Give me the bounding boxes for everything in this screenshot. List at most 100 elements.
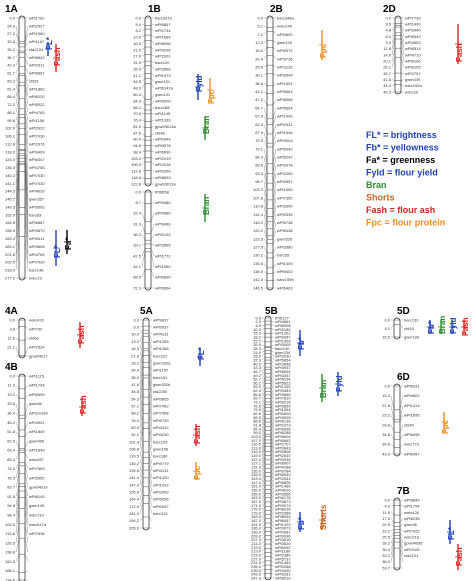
marker-position: 62.4 xyxy=(253,388,262,393)
marker-name: wPt9779 xyxy=(153,461,169,466)
marker-position: 30.4 xyxy=(382,547,391,552)
position-connector xyxy=(15,337,20,341)
marker-name: wPt4131 xyxy=(153,332,169,337)
marker-name: wPt1560 xyxy=(29,31,45,36)
marker-position: 39.1 xyxy=(133,243,142,248)
marker-connector xyxy=(399,535,404,544)
marker-name: wPt4661 xyxy=(275,319,291,324)
position-connector xyxy=(139,441,144,457)
marker-name: wPt8136 xyxy=(275,419,291,424)
position-connector xyxy=(261,418,266,429)
qtl-label-fash: Fash xyxy=(53,47,62,66)
position-connector xyxy=(141,132,146,137)
position-connector xyxy=(139,325,144,328)
position-connector xyxy=(263,214,268,229)
marker-position: 30.4 xyxy=(131,368,140,373)
position-connector xyxy=(261,387,266,395)
qtl-label-fash: Fash xyxy=(79,395,88,414)
marker-name: wPt5242 xyxy=(277,154,293,159)
marker-name: wPt4710 xyxy=(405,52,421,57)
marker-connector xyxy=(150,243,155,246)
marker-position: 29.8 xyxy=(382,422,391,427)
marker-name: wPt3380 xyxy=(277,244,293,249)
marker-connector xyxy=(400,23,405,25)
marker-name: barc222 xyxy=(153,353,168,358)
position-connector xyxy=(263,140,268,148)
marker-position: 20.1 xyxy=(383,59,392,64)
position-connector xyxy=(139,470,144,485)
marker-position: 83.7 xyxy=(7,485,16,490)
marker-name: wPtsm164 xyxy=(29,410,48,415)
position-connector xyxy=(261,446,266,460)
marker-name: wPt6142a xyxy=(155,86,174,91)
marker-position: 183.0 xyxy=(251,514,262,519)
qtl-label-shorts: Shorts xyxy=(319,504,328,530)
marker-connector xyxy=(270,363,275,368)
position-connector xyxy=(15,538,20,553)
position-connector xyxy=(391,38,396,56)
marker-connector xyxy=(150,107,155,111)
position-connector xyxy=(15,123,20,145)
marker-name: wPt3005 xyxy=(275,342,291,347)
position-connector xyxy=(390,542,395,556)
position-connector xyxy=(263,230,268,240)
marker-position: 112.8 xyxy=(131,169,141,174)
marker-name: wmc245 xyxy=(277,24,293,29)
marker-position: 219.0 xyxy=(251,549,262,554)
position-connector xyxy=(263,40,268,43)
marker-name: cfa2250 xyxy=(153,389,168,394)
marker-name: wPt1180 xyxy=(275,549,291,554)
marker-connector xyxy=(270,539,275,544)
marker-connector xyxy=(270,369,275,376)
position-connector xyxy=(15,52,20,58)
marker-position: 16.0 xyxy=(255,48,264,53)
position-connector xyxy=(15,462,20,469)
marker-name: wPt2541 xyxy=(275,476,291,481)
marker-name: gwm332a xyxy=(153,360,171,365)
marker-position: 46.8 xyxy=(131,389,140,394)
marker-position: 152.5 xyxy=(5,559,16,564)
marker-name: wPt7925 xyxy=(404,528,420,533)
marker-name: wPt3300 xyxy=(277,204,293,209)
marker-connector xyxy=(270,443,275,456)
marker-position: 0.0 xyxy=(135,189,141,194)
marker-name: wPt3030 xyxy=(275,354,291,359)
qtl-label-fash: Fash xyxy=(455,43,464,62)
position-connector xyxy=(261,489,266,498)
position-connector xyxy=(15,207,20,255)
marker-position: 46.7 xyxy=(253,369,262,374)
position-connector xyxy=(391,35,396,49)
marker-name: wPt8226 xyxy=(275,507,291,512)
marker-connector xyxy=(148,375,153,399)
position-connector xyxy=(15,497,20,525)
marker-connector xyxy=(150,248,155,257)
marker-connector xyxy=(270,434,275,445)
marker-name: wPt3520 xyxy=(275,541,291,546)
position-connector xyxy=(261,514,266,521)
marker-name: wPt7452 xyxy=(153,403,169,408)
marker-name: wPt0937 xyxy=(153,325,169,330)
marker-position: 191.0 xyxy=(251,522,262,527)
marker-connector xyxy=(148,422,153,442)
marker-connector xyxy=(148,336,153,349)
position-connector xyxy=(141,202,146,204)
marker-position: 0.0 xyxy=(255,315,261,320)
marker-name: wmc18 xyxy=(405,89,418,94)
marker-connector xyxy=(148,342,153,356)
marker-name: wmc617a xyxy=(29,522,47,527)
marker-position: 114.4 xyxy=(253,212,263,217)
position-connector xyxy=(261,501,266,510)
marker-position: 119.0 xyxy=(251,453,261,458)
position-connector xyxy=(15,214,20,263)
position-connector xyxy=(139,495,144,507)
qtl-label-fash: Fash xyxy=(461,317,470,336)
marker-connector xyxy=(270,357,275,361)
marker-position: 11.8 xyxy=(384,46,392,51)
marker-name: wPt6000 xyxy=(155,98,171,103)
marker-position: 4.8 xyxy=(385,28,391,33)
position-connector xyxy=(261,328,266,330)
position-connector xyxy=(15,431,20,437)
marker-connector xyxy=(24,33,29,44)
marker-position: 35.2 xyxy=(7,47,16,52)
marker-position: 175.0 xyxy=(251,507,262,512)
